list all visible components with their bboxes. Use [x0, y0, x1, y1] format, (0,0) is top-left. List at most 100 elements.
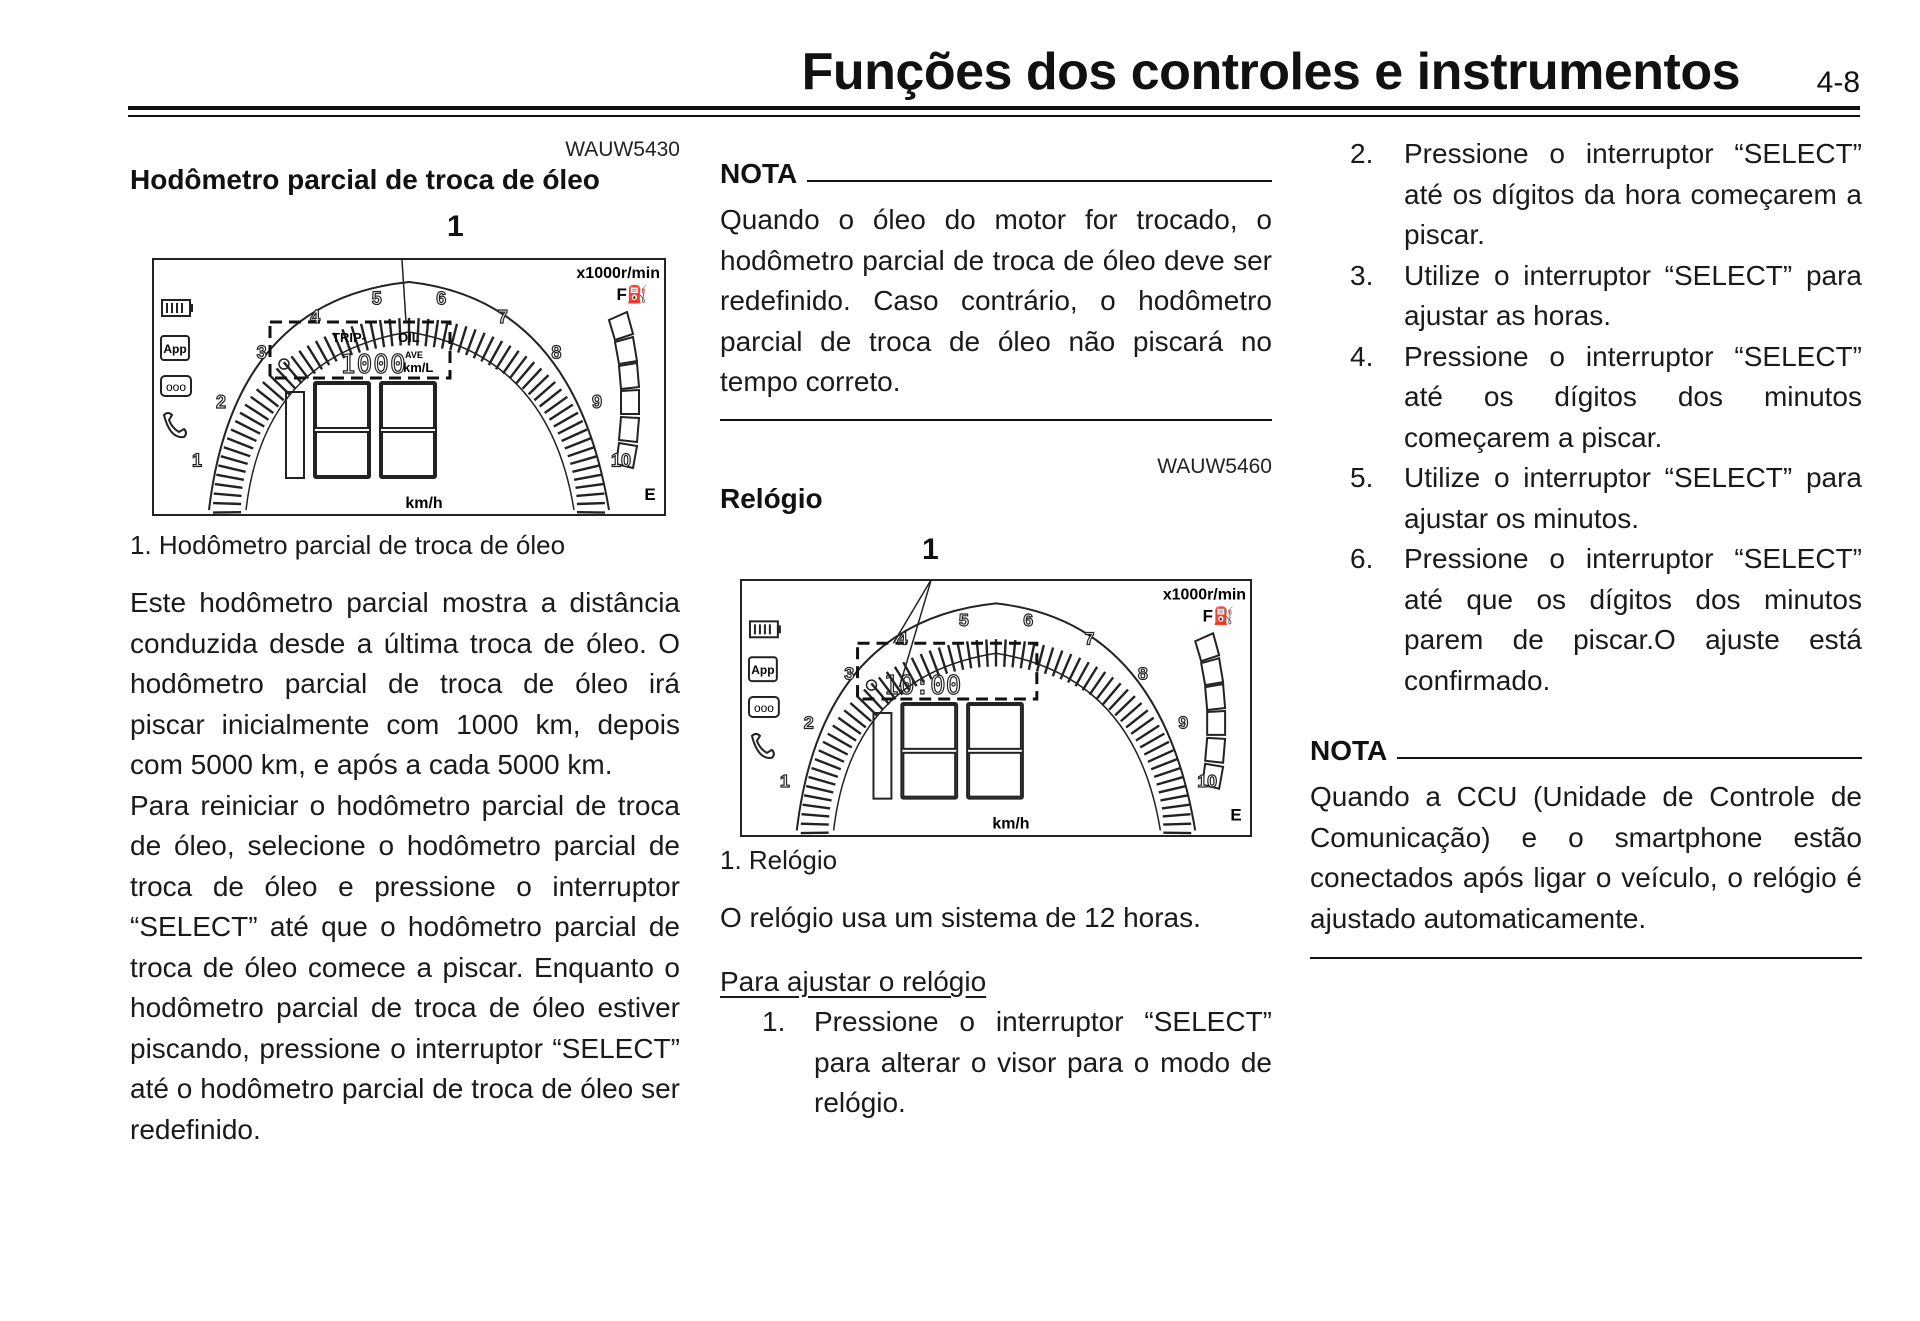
tachometer-ticks	[800, 638, 1192, 844]
step-text: Pressione o interruptor “SELECT” até que…	[1404, 543, 1862, 696]
phone-icon	[162, 412, 187, 439]
tachometer-tick	[808, 775, 836, 786]
tachometer-number: 4	[897, 628, 907, 648]
tachometer-tick	[298, 350, 316, 375]
tachometer-tick	[1163, 821, 1192, 826]
tachometer-tick	[818, 748, 845, 763]
tachometer-tick	[827, 732, 853, 748]
tachometer-tick	[548, 403, 574, 421]
tachometer-tick	[811, 766, 839, 778]
callout-leader	[401, 259, 407, 323]
tachometer-number: 1	[192, 450, 202, 470]
tachometer-tick	[494, 345, 512, 370]
clock-value: 10:00	[883, 671, 961, 701]
tachometer-tick	[432, 319, 440, 348]
tachometer-tick	[213, 492, 242, 498]
tachometer-tick	[416, 318, 420, 346]
step-number: 1.	[762, 1006, 786, 1037]
tachometer-tick	[487, 340, 504, 366]
figure-caption: 1. Relógio	[720, 844, 838, 875]
fuel-icon: F⛽	[616, 284, 648, 304]
tachometer-tick	[1139, 732, 1165, 748]
header-rule-thick	[128, 106, 1860, 110]
tachometer-tick	[230, 428, 257, 443]
svg-text:ooo: ooo	[166, 380, 186, 394]
tachometer-tick	[870, 682, 891, 705]
step-text: Utilize o interruptor “SELECT” para ajus…	[1404, 462, 1862, 534]
tachometer-number: 10	[611, 450, 631, 470]
tachometer-tick	[553, 411, 579, 428]
tachometer-tick	[527, 374, 550, 396]
tachometer-tick	[533, 381, 556, 402]
speed-digits	[872, 701, 1024, 800]
tachometer-tick	[1051, 649, 1064, 677]
step-item: 3. Utilize o interruptor “SELECT” para a…	[1310, 256, 1862, 337]
tachometer-tick	[576, 501, 605, 506]
tachometer-tick	[1150, 757, 1178, 770]
tachometer-tick	[1027, 642, 1036, 670]
tachometer-tick	[234, 419, 261, 435]
tachometer-tick	[220, 455, 249, 466]
tachometer-tick	[564, 437, 592, 450]
step-number: 4.	[1350, 340, 1374, 372]
tachometer-tick	[837, 716, 862, 735]
steps-list: 2. Pressione o interruptor “SELECT” até …	[1310, 134, 1862, 701]
subheading-adjust-clock: Para ajustar o relógio	[720, 966, 987, 997]
figure-callout: 1	[447, 210, 464, 243]
step-text: Pressione o interruptor “SELECT” até os …	[1404, 340, 1862, 453]
tachometer-tick	[1074, 661, 1090, 687]
tachometer-tick	[805, 784, 834, 794]
tachometer-number: 8	[551, 343, 561, 363]
tachometer-tick	[1135, 724, 1160, 742]
note-label: NOTA	[720, 158, 798, 189]
section-heading: Relógio	[720, 482, 823, 514]
speed-unit: km/h	[992, 815, 1029, 832]
note-header: NOTA	[1310, 735, 1862, 767]
app-icon	[747, 655, 778, 682]
tachometer-tick	[1035, 644, 1045, 672]
note-label: NOTA	[1310, 735, 1388, 766]
tachometer-tick	[223, 446, 251, 458]
tachometer-tick	[800, 821, 829, 826]
message-icon	[160, 375, 192, 397]
tachometer-tick	[1120, 701, 1143, 722]
tachometer-number: 2	[804, 712, 814, 732]
tachometer-number: 10	[1197, 771, 1217, 791]
tachometer-number: 5	[372, 289, 382, 309]
tachometer-tick	[350, 325, 361, 353]
dashboard-illustration: App ooo x1000r/min F⛽ E	[152, 258, 666, 534]
tachometer-number: 0	[186, 513, 196, 514]
tachometer-tick	[822, 740, 849, 756]
tachometer-tick	[849, 701, 872, 722]
figure-oil-trip: 1 App ooo x1000r/min F⛽	[130, 210, 680, 534]
tachometer-tick	[575, 482, 604, 489]
tachometer-tick	[919, 653, 933, 680]
ave-label: AVE	[405, 350, 423, 360]
tachometer-tick	[1161, 803, 1190, 810]
dashboard-drawing: App ooo x1000r/min F⛽ E	[160, 259, 660, 534]
fuel-icon: F⛽	[1203, 605, 1234, 625]
tachometer-tick	[843, 708, 867, 728]
tachometer-tick	[290, 355, 310, 380]
tachometer-tick	[801, 812, 830, 818]
note-rule	[807, 180, 1272, 182]
tachometer-tick	[1156, 775, 1184, 786]
tachometer-tick	[937, 646, 949, 674]
svg-text:ooo: ooo	[754, 700, 774, 714]
step-text: Pressione o interruptor “SELECT” até os …	[1404, 138, 1862, 250]
tachometer-tick	[341, 328, 354, 356]
tachometer-tick	[1095, 676, 1115, 700]
tachometer-arc	[795, 601, 1197, 831]
tachometer-tick	[1043, 646, 1055, 674]
tachometer-tick	[464, 328, 477, 356]
tachometer-tick	[502, 350, 520, 375]
tachometer-tick	[213, 501, 242, 506]
fuel-empty-label: E	[644, 485, 655, 504]
oil-label: OIL	[398, 330, 420, 345]
tachometer-number: 4	[310, 307, 320, 327]
note-text: Quando o óleo do motor for trocado, o ho…	[720, 204, 1272, 397]
phone-icon	[750, 732, 775, 759]
left-column: WAUW5430 Hodômetro parcial de troca de ó…	[130, 138, 680, 1150]
tachometer-tick	[250, 395, 274, 414]
callout-leader	[898, 578, 932, 687]
